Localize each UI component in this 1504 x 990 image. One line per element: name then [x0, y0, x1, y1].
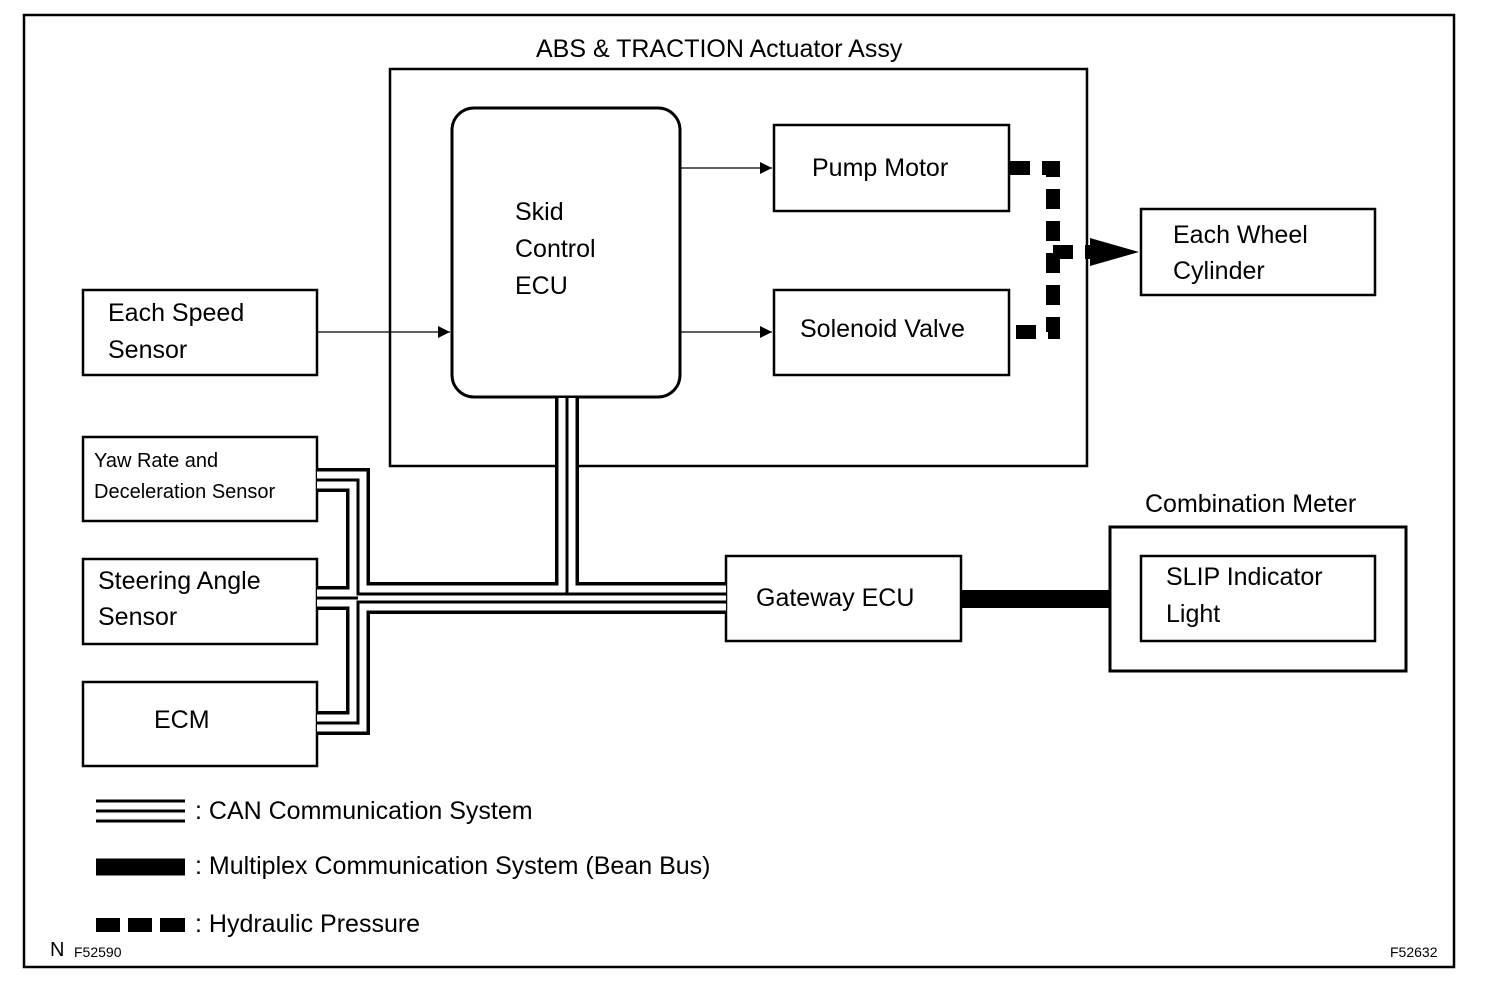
- footer-right-code: F52632: [1390, 944, 1438, 960]
- pump-motor-box: [772, 123, 1011, 213]
- hydraulic-pressure-lines: [1010, 161, 1090, 339]
- solenoid-valve-box: [772, 288, 1011, 377]
- legend-can-symbol: [96, 799, 185, 823]
- hydraulic-arrowhead: [1090, 238, 1139, 266]
- pump-motor-label: Pump Motor: [812, 154, 949, 182]
- skid-ecu-label-line1: Skid: [515, 198, 564, 226]
- legend-multiplex-label: : Multiplex Communication System (Bean B…: [195, 852, 711, 880]
- each-wheel-cylinder-box: [1139, 207, 1377, 297]
- steering-sensor-label-line2: Sensor: [98, 603, 178, 631]
- speed-sensor-label-line2: Sensor: [108, 336, 188, 364]
- outer-frame: [22, 13, 1456, 969]
- legend-hydraulic-label: : Hydraulic Pressure: [195, 910, 421, 938]
- solenoid-valve-label: Solenoid Valve: [800, 315, 965, 343]
- legend-hydraulic-symbol: [96, 918, 185, 932]
- skid-control-ecu-box: [450, 106, 682, 399]
- wheel-cylinder-label-line2: Cylinder: [1173, 257, 1265, 285]
- skid-ecu-label-line3: ECU: [515, 272, 568, 300]
- footer-left-code: F52590: [74, 944, 122, 960]
- yaw-sensor-label-line1: Yaw Rate and: [94, 450, 219, 472]
- footer-mark: N: [50, 939, 65, 961]
- combination-meter-title: Combination Meter: [1145, 490, 1357, 518]
- yaw-sensor-label-line2: Deceleration Sensor: [94, 481, 276, 503]
- gateway-ecu-label: Gateway ECU: [756, 584, 915, 612]
- steering-sensor-label-line1: Steering Angle: [98, 567, 261, 595]
- speed-sensor-label-line1: Each Speed: [108, 299, 245, 327]
- combination-meter-box: [1108, 525, 1408, 673]
- skid-ecu-label-line2: Control: [515, 235, 596, 263]
- wheel-cylinder-label-line1: Each Wheel: [1173, 221, 1308, 249]
- ecm-label: ECM: [154, 706, 210, 734]
- slip-indicator-light-box: [1139, 554, 1377, 643]
- actuator-assy-box: [388, 67, 1089, 468]
- actuator-assy-title: ABS & TRACTION Actuator Assy: [536, 35, 903, 63]
- legend-can-label: : CAN Communication System: [195, 797, 533, 825]
- slip-light-label-line1: SLIP Indicator: [1166, 563, 1323, 591]
- can-bus-lines: [317, 398, 726, 735]
- slip-light-label-line2: Light: [1166, 600, 1221, 628]
